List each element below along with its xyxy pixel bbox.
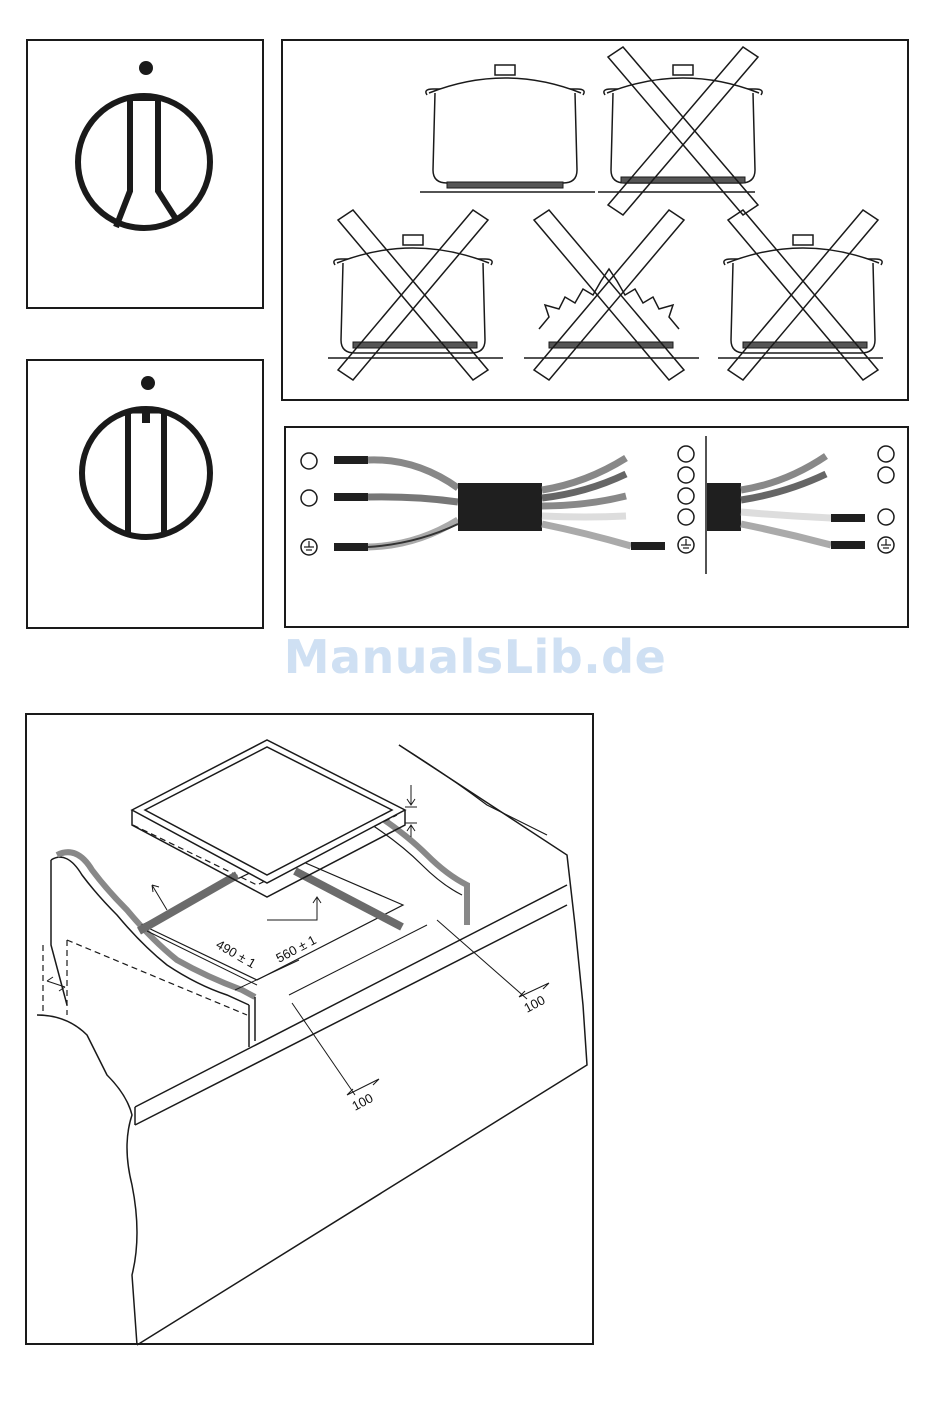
- knob-diagram-panel-2: [26, 359, 264, 629]
- knob-on-position-diagram: [28, 361, 266, 631]
- watermark-text: ManualsLib.de: [0, 630, 950, 690]
- installation-panel: 490 ± 1 560 ± 1 100 100: [25, 713, 594, 1345]
- cookware-suitability-panel: [281, 39, 909, 401]
- cookware-diagram: [283, 41, 911, 403]
- pot-warped-crossed-icon: [598, 47, 762, 215]
- empty-hotplate-crossed-icon: [524, 210, 699, 380]
- cutout-depth-dimension: 490 ± 1: [214, 937, 259, 972]
- pot-small-crossed-icon: [718, 210, 883, 380]
- knob-diagram-panel-1: [26, 39, 264, 309]
- knob-off-position-diagram: [28, 41, 266, 311]
- rear-clearance-dimension: 100: [521, 992, 547, 1015]
- front-clearance-dimension: 100: [349, 1090, 375, 1113]
- pot-correct-icon: [420, 65, 595, 192]
- pot-oversized-crossed-icon: [328, 210, 503, 380]
- wiring-panel: [284, 426, 909, 628]
- worktop-cutout-diagram: 490 ± 1 560 ± 1 100 100: [27, 715, 596, 1347]
- wiring-diagram: [286, 428, 911, 630]
- earth-symbol-icon: [301, 539, 317, 555]
